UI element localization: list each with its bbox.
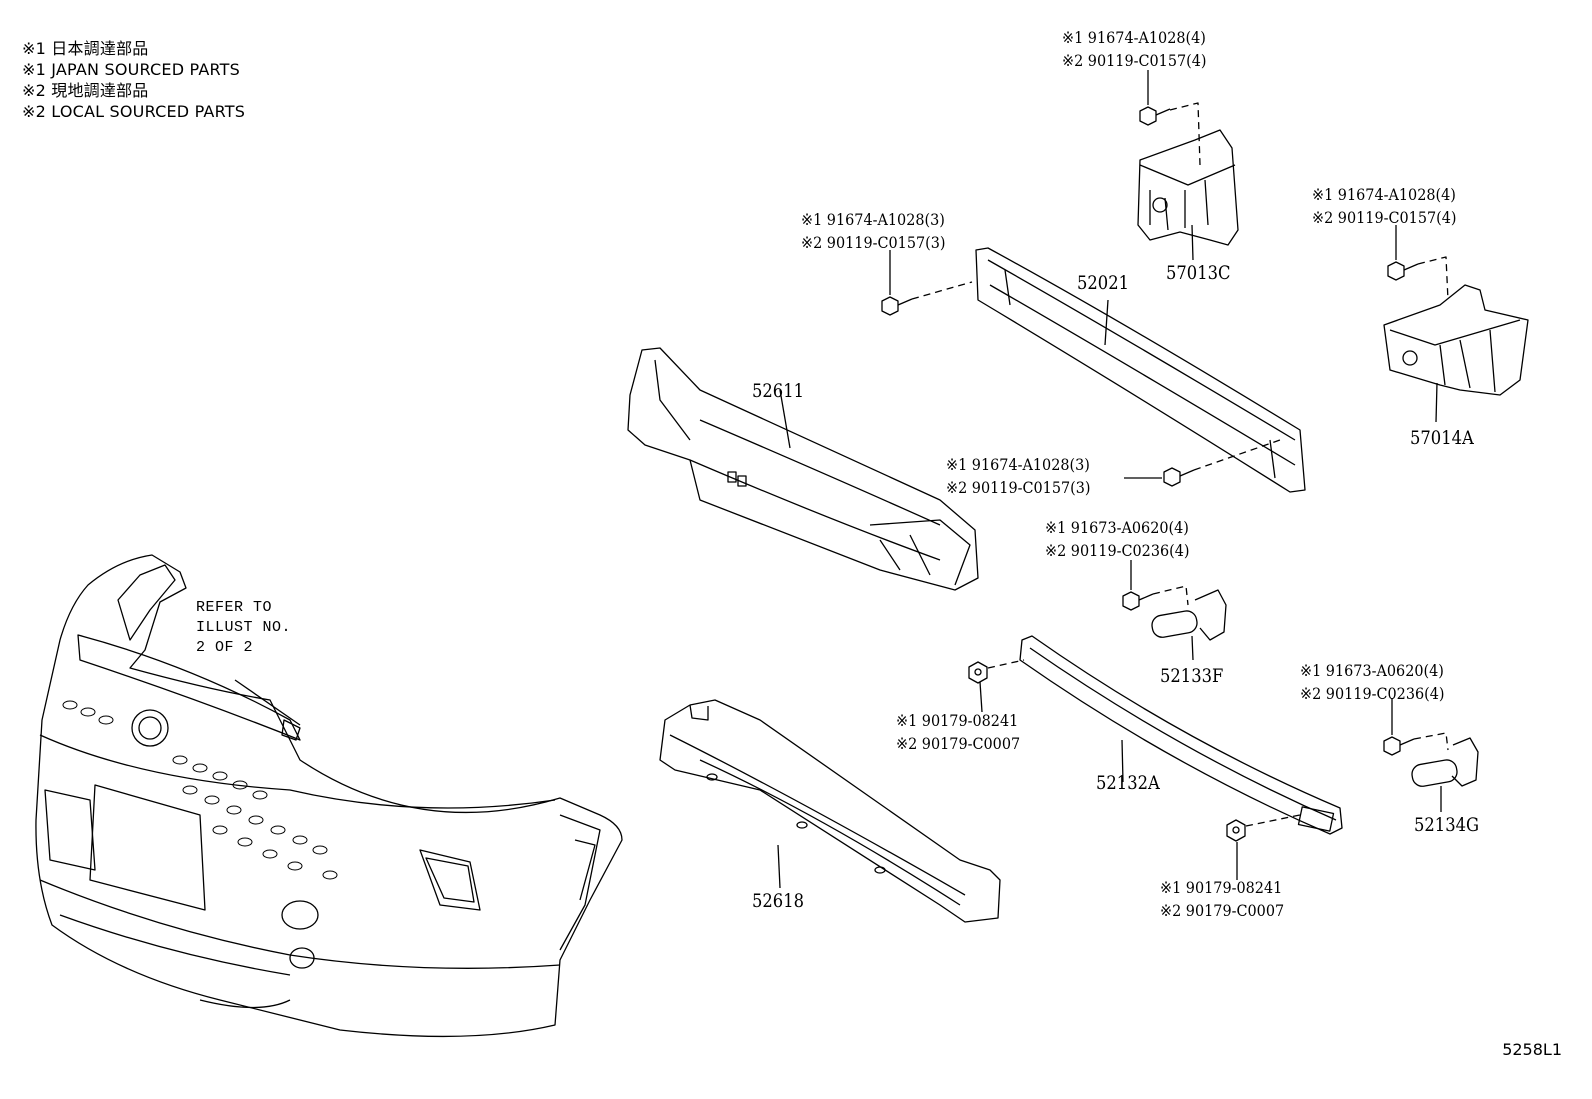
- bolt-icon: [1140, 107, 1170, 125]
- bumper-cover-illustration: [36, 555, 622, 1036]
- bolt-icon: [1384, 737, 1414, 755]
- legend: ※1 日本調達部品 ※1 JAPAN SOURCED PARTS ※2 現地調達…: [22, 38, 245, 122]
- part-label-52133f[interactable]: 52133F: [1160, 665, 1224, 687]
- refer-note: REFER TO ILLUST NO. 2 OF 2: [196, 598, 291, 658]
- nut-icon: [1227, 820, 1245, 841]
- part-label-57014a[interactable]: 57014A: [1410, 427, 1474, 449]
- part-label-52134g[interactable]: 52134G: [1414, 814, 1480, 836]
- legend-line: ※1 日本調達部品: [22, 39, 149, 58]
- part-52133f-illustration: [1150, 590, 1226, 660]
- part-57013c-illustration: [1138, 130, 1238, 260]
- fastener-label[interactable]: ※1 91673-A0620(4): [1045, 518, 1189, 537]
- fastener-callout-mid: ※1 91674-A1028(3) ※2 90119-C0157(3): [946, 453, 1091, 499]
- legend-line: ※1 JAPAN SOURCED PARTS: [22, 60, 241, 79]
- fastener-label[interactable]: ※2 90119-C0157(3): [801, 233, 946, 252]
- fastener-callout-52133: ※1 91673-A0620(4) ※2 90119-C0236(4): [1045, 516, 1190, 562]
- fastener-label[interactable]: ※1 91674-A1028(3): [946, 455, 1090, 474]
- refer-line: 2 OF 2: [196, 639, 254, 656]
- part-57014a-illustration: [1384, 285, 1528, 422]
- legend-line: ※2 LOCAL SOURCED PARTS: [22, 102, 246, 121]
- fastener-callout-top: ※1 91674-A1028(4) ※2 90119-C0157(4): [1062, 26, 1207, 72]
- bolt-icon: [1123, 592, 1153, 610]
- part-label-52611[interactable]: 52611: [752, 380, 804, 402]
- fastener-callout-nut-b: ※1 90179-08241 ※2 90179-C0007: [1160, 876, 1284, 922]
- part-label-52618[interactable]: 52618: [752, 890, 804, 912]
- illustration-code: 5258L1: [1502, 1040, 1562, 1059]
- bolt-icon: [882, 297, 912, 315]
- fastener-label[interactable]: ※2 90119-C0236(4): [1045, 541, 1190, 560]
- fastener-label[interactable]: ※2 90119-C0157(4): [1312, 208, 1457, 227]
- fastener-label[interactable]: ※1 90179-08241: [1160, 878, 1283, 897]
- nut-icon: [969, 662, 987, 683]
- label-leaders: [890, 70, 1396, 880]
- fastener-label[interactable]: ※1 91674-A1028(3): [801, 210, 945, 229]
- fastener-callout-right: ※1 91674-A1028(4) ※2 90119-C0157(4): [1312, 183, 1457, 229]
- part-52134g-illustration: [1410, 738, 1478, 812]
- fastener-label[interactable]: ※1 90179-08241: [896, 711, 1019, 730]
- fastener-label[interactable]: ※1 91673-A0620(4): [1300, 661, 1444, 680]
- part-52611-illustration: [628, 348, 978, 590]
- fastener-callout-nut-a: ※1 90179-08241 ※2 90179-C0007: [896, 709, 1020, 755]
- part-label-52021[interactable]: 52021: [1077, 272, 1129, 294]
- fastener-label[interactable]: ※2 90179-C0007: [1160, 901, 1285, 920]
- fastener-label[interactable]: ※2 90119-C0236(4): [1300, 684, 1445, 703]
- part-52132a-illustration: [1020, 636, 1342, 834]
- part-52618-illustration: [660, 700, 1000, 922]
- fastener-callout-52134: ※1 91673-A0620(4) ※2 90119-C0236(4): [1300, 659, 1445, 705]
- fastener-label[interactable]: ※2 90179-C0007: [896, 734, 1021, 753]
- fastener-icons: [882, 107, 1418, 841]
- part-52021-illustration: [976, 248, 1305, 492]
- legend-line: ※2 現地調達部品: [22, 81, 149, 100]
- refer-line: ILLUST NO.: [196, 619, 292, 636]
- fastener-callout-left: ※1 91674-A1028(3) ※2 90119-C0157(3): [801, 208, 946, 254]
- fastener-label[interactable]: ※1 91674-A1028(4): [1312, 185, 1456, 204]
- bolt-icon: [1388, 262, 1418, 280]
- fastener-label[interactable]: ※2 90119-C0157(4): [1062, 51, 1207, 70]
- fastener-label[interactable]: ※2 90119-C0157(3): [946, 478, 1091, 497]
- fastener-label[interactable]: ※1 91674-A1028(4): [1062, 28, 1206, 47]
- part-label-52132a[interactable]: 52132A: [1096, 772, 1160, 794]
- refer-line: REFER TO: [196, 599, 273, 616]
- part-label-57013c[interactable]: 57013C: [1166, 262, 1231, 284]
- bolt-icon: [1164, 468, 1194, 486]
- leader-lines: [912, 103, 1448, 826]
